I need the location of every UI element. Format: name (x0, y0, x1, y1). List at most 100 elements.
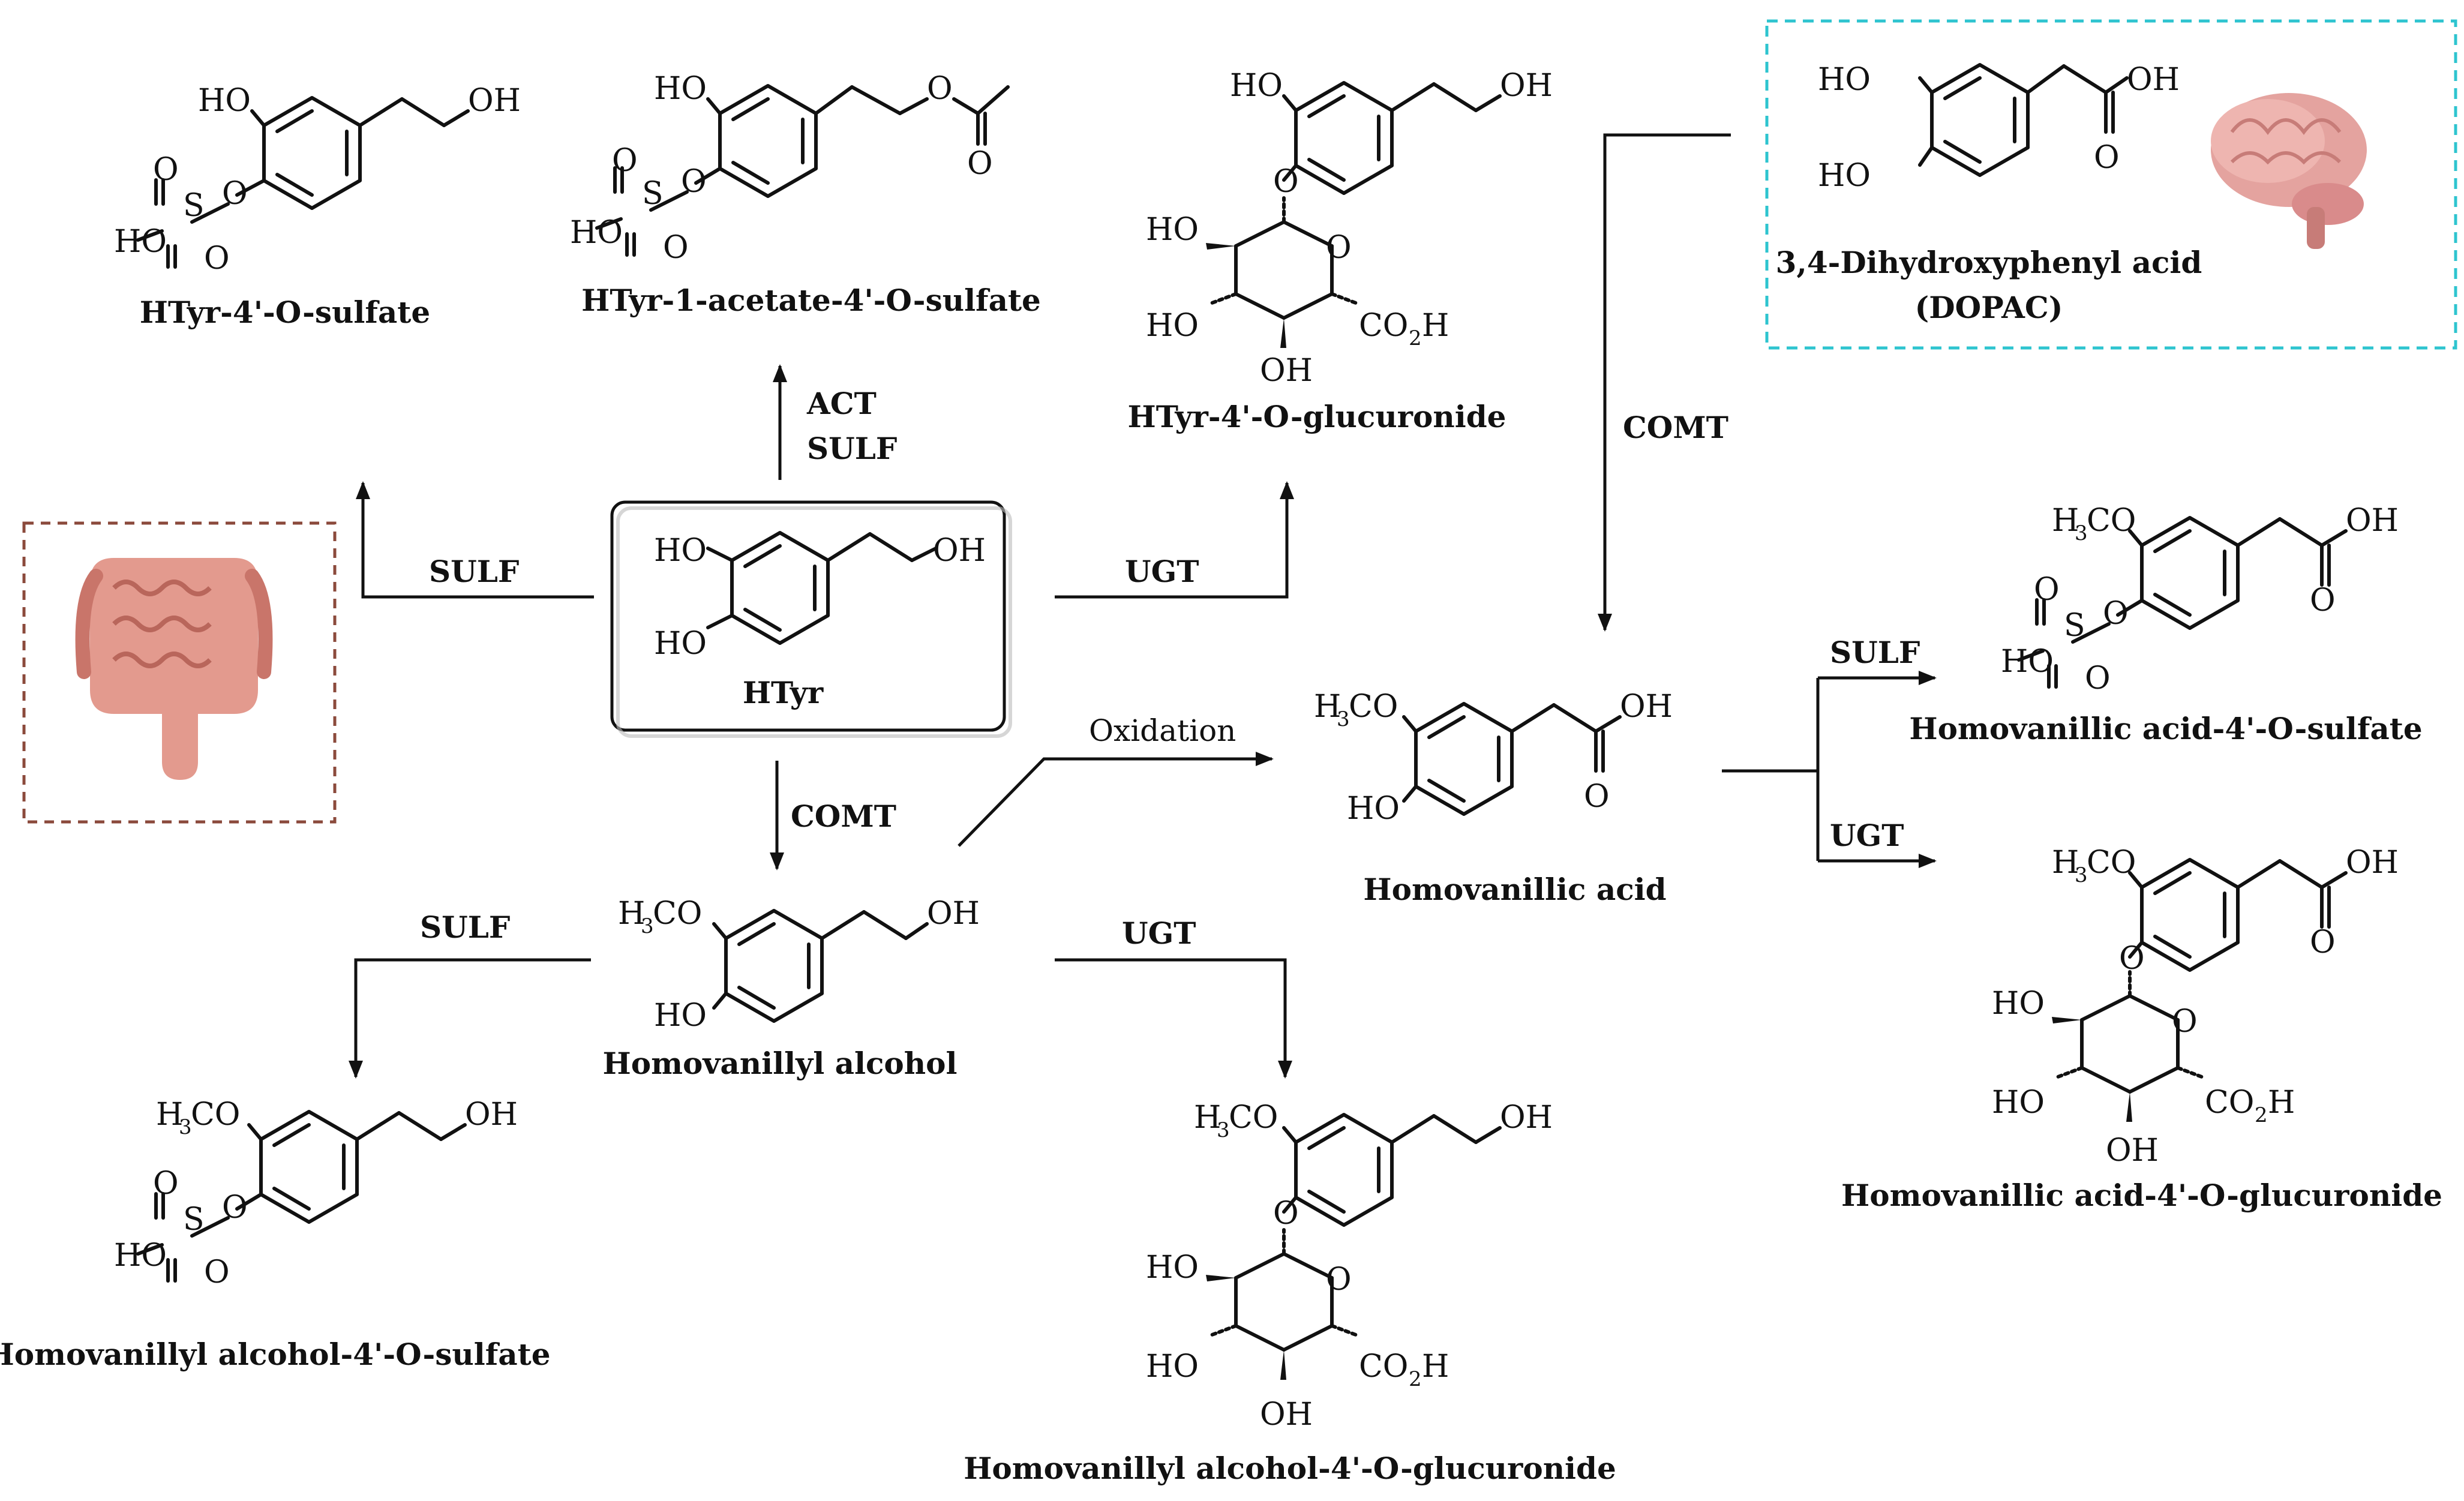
htyr-sulfate-label: HTyr-4'-O-sulfate (140, 295, 430, 330)
svg-text:H: H (1422, 308, 1449, 344)
intestine-box (22, 521, 337, 824)
svg-text:HO: HO (1992, 986, 2045, 1022)
svg-text:HO: HO (654, 533, 707, 569)
svg-text:O: O (153, 152, 179, 188)
svg-text:CO: CO (653, 896, 702, 932)
enzyme-sulf-2: SULF (807, 431, 897, 466)
svg-text:OH: OH (2106, 1133, 2159, 1169)
svg-text:O: O (2310, 924, 2336, 960)
svg-text:OH: OH (1260, 1397, 1313, 1433)
htyr-glucuronide-label: HTyr-4'-O-glucuronide (1127, 399, 1506, 434)
homovanillyl-sulfate-structure: H 3 CO OH O S O O HO (114, 1097, 518, 1290)
svg-text:HO: HO (654, 998, 707, 1034)
svg-text:O: O (967, 146, 993, 182)
htyr-acetate-sulfate-structure: HO O O O S O O HO (570, 71, 1010, 266)
svg-text:O: O (2085, 661, 2111, 697)
svg-text:H: H (156, 1097, 183, 1133)
svg-text:O: O (612, 143, 638, 179)
svg-text:HO: HO (1146, 1349, 1199, 1385)
enzyme-sulf-4: SULF (1830, 635, 1920, 670)
svg-text:S: S (642, 176, 664, 212)
svg-text:S: S (2064, 608, 2085, 644)
svg-text:O: O (2310, 583, 2336, 619)
dopac-box (1765, 19, 2457, 350)
arrow-ugt-htyr (1055, 481, 1294, 599)
enzyme-ugt-3: UGT (1830, 818, 1904, 853)
svg-text:CO: CO (1349, 689, 1398, 725)
hva-sulfate-structure: H 3 CO O OH O S O O HO (2001, 503, 2399, 697)
enzyme-comt-1: COMT (1623, 410, 1728, 445)
dopac-abbr-label: (DOPAC) (1915, 290, 2063, 325)
svg-text:OH: OH (1500, 1100, 1553, 1136)
svg-text:HO: HO (1146, 1250, 1199, 1286)
htyr-structure: HO HO OH (654, 533, 986, 662)
enzyme-comt-2: COMT (791, 798, 896, 834)
svg-text:O: O (2034, 572, 2060, 608)
svg-text:CO: CO (1359, 308, 1408, 344)
svg-text:O: O (204, 241, 230, 277)
svg-text:HO: HO (114, 1238, 167, 1274)
hva-sulfate-label: Homovanillic acid-4'-O-sulfate (1909, 711, 2422, 746)
svg-text:O: O (1326, 230, 1352, 266)
svg-text:OH: OH (2346, 503, 2399, 539)
svg-text:HO: HO (1230, 68, 1283, 104)
svg-text:O: O (2094, 140, 2120, 176)
svg-text:H: H (2052, 503, 2079, 539)
svg-text:O: O (1273, 164, 1299, 200)
svg-text:CO: CO (2087, 845, 2136, 881)
svg-text:OH: OH (927, 896, 980, 932)
svg-text:OH: OH (1260, 353, 1313, 389)
svg-text:3: 3 (1217, 1118, 1230, 1142)
dopac-structure: HO HO O OH (1818, 62, 2180, 194)
svg-text:O: O (2172, 1004, 2198, 1040)
svg-text:O: O (663, 230, 689, 266)
svg-text:O: O (1326, 1262, 1352, 1298)
svg-text:2: 2 (1409, 1367, 1422, 1391)
svg-text:3: 3 (641, 914, 654, 938)
arrow-comt-dopac (1598, 133, 1731, 632)
svg-text:3: 3 (2075, 863, 2088, 887)
svg-text:OH: OH (2346, 845, 2399, 881)
svg-text:OH: OH (933, 533, 986, 569)
svg-text:HO: HO (1992, 1085, 2045, 1121)
svg-text:O: O (2103, 596, 2129, 632)
svg-text:HO: HO (1146, 308, 1199, 344)
enzyme-sulf-3: SULF (420, 909, 510, 945)
svg-text:OH: OH (1500, 68, 1553, 104)
htyr-glucuronide-structure: HO OH O O HO HO OH CO 2 H (1146, 68, 1553, 389)
htyr-acetate-sulfate-label: HTyr-1-acetate-4'-O-sulfate (581, 283, 1041, 318)
svg-text:OH: OH (1620, 689, 1673, 725)
svg-text:OH: OH (468, 83, 521, 119)
htyr-box (610, 500, 1006, 732)
arrow-ugt-homovanillyl (1055, 958, 1292, 1079)
svg-text:O: O (1273, 1196, 1299, 1232)
arrow-sulf-htyr (356, 481, 594, 599)
svg-text:S: S (183, 1202, 205, 1238)
enzyme-oxidation: Oxidation (1089, 713, 1236, 748)
svg-text:O: O (204, 1254, 230, 1290)
enzyme-ugt-1: UGT (1125, 554, 1199, 589)
svg-text:H: H (618, 896, 645, 932)
intestine-icon (75, 558, 273, 780)
svg-text:CO: CO (2087, 503, 2136, 539)
svg-text:CO: CO (1229, 1100, 1278, 1136)
arrow-sulf-homovanillyl (349, 958, 591, 1079)
svg-text:OH: OH (2127, 62, 2180, 98)
svg-text:2: 2 (1409, 326, 1422, 350)
svg-text:HO: HO (198, 83, 251, 119)
svg-text:O: O (681, 164, 707, 200)
dopac-label: 3,4-Dihydroxyphenyl acid (1776, 245, 2202, 280)
svg-text:O: O (222, 1190, 248, 1226)
svg-text:H: H (2052, 845, 2079, 881)
svg-text:O: O (927, 71, 953, 107)
svg-text:3: 3 (2075, 521, 2088, 545)
svg-text:CO: CO (2205, 1085, 2254, 1121)
homovanillyl-alcohol-label: Homovanillyl alcohol (603, 1046, 958, 1081)
brain-icon (2211, 93, 2367, 249)
svg-text:O: O (153, 1166, 179, 1202)
enzyme-ugt-2: UGT (1122, 915, 1196, 951)
arrow-oxidation (958, 752, 1274, 847)
svg-text:HO: HO (114, 224, 167, 260)
homovanillyl-glucuronide-structure: H 3 CO OH O O HO HO OH CO 2 H (1146, 1100, 1553, 1433)
svg-text:O: O (222, 176, 248, 212)
